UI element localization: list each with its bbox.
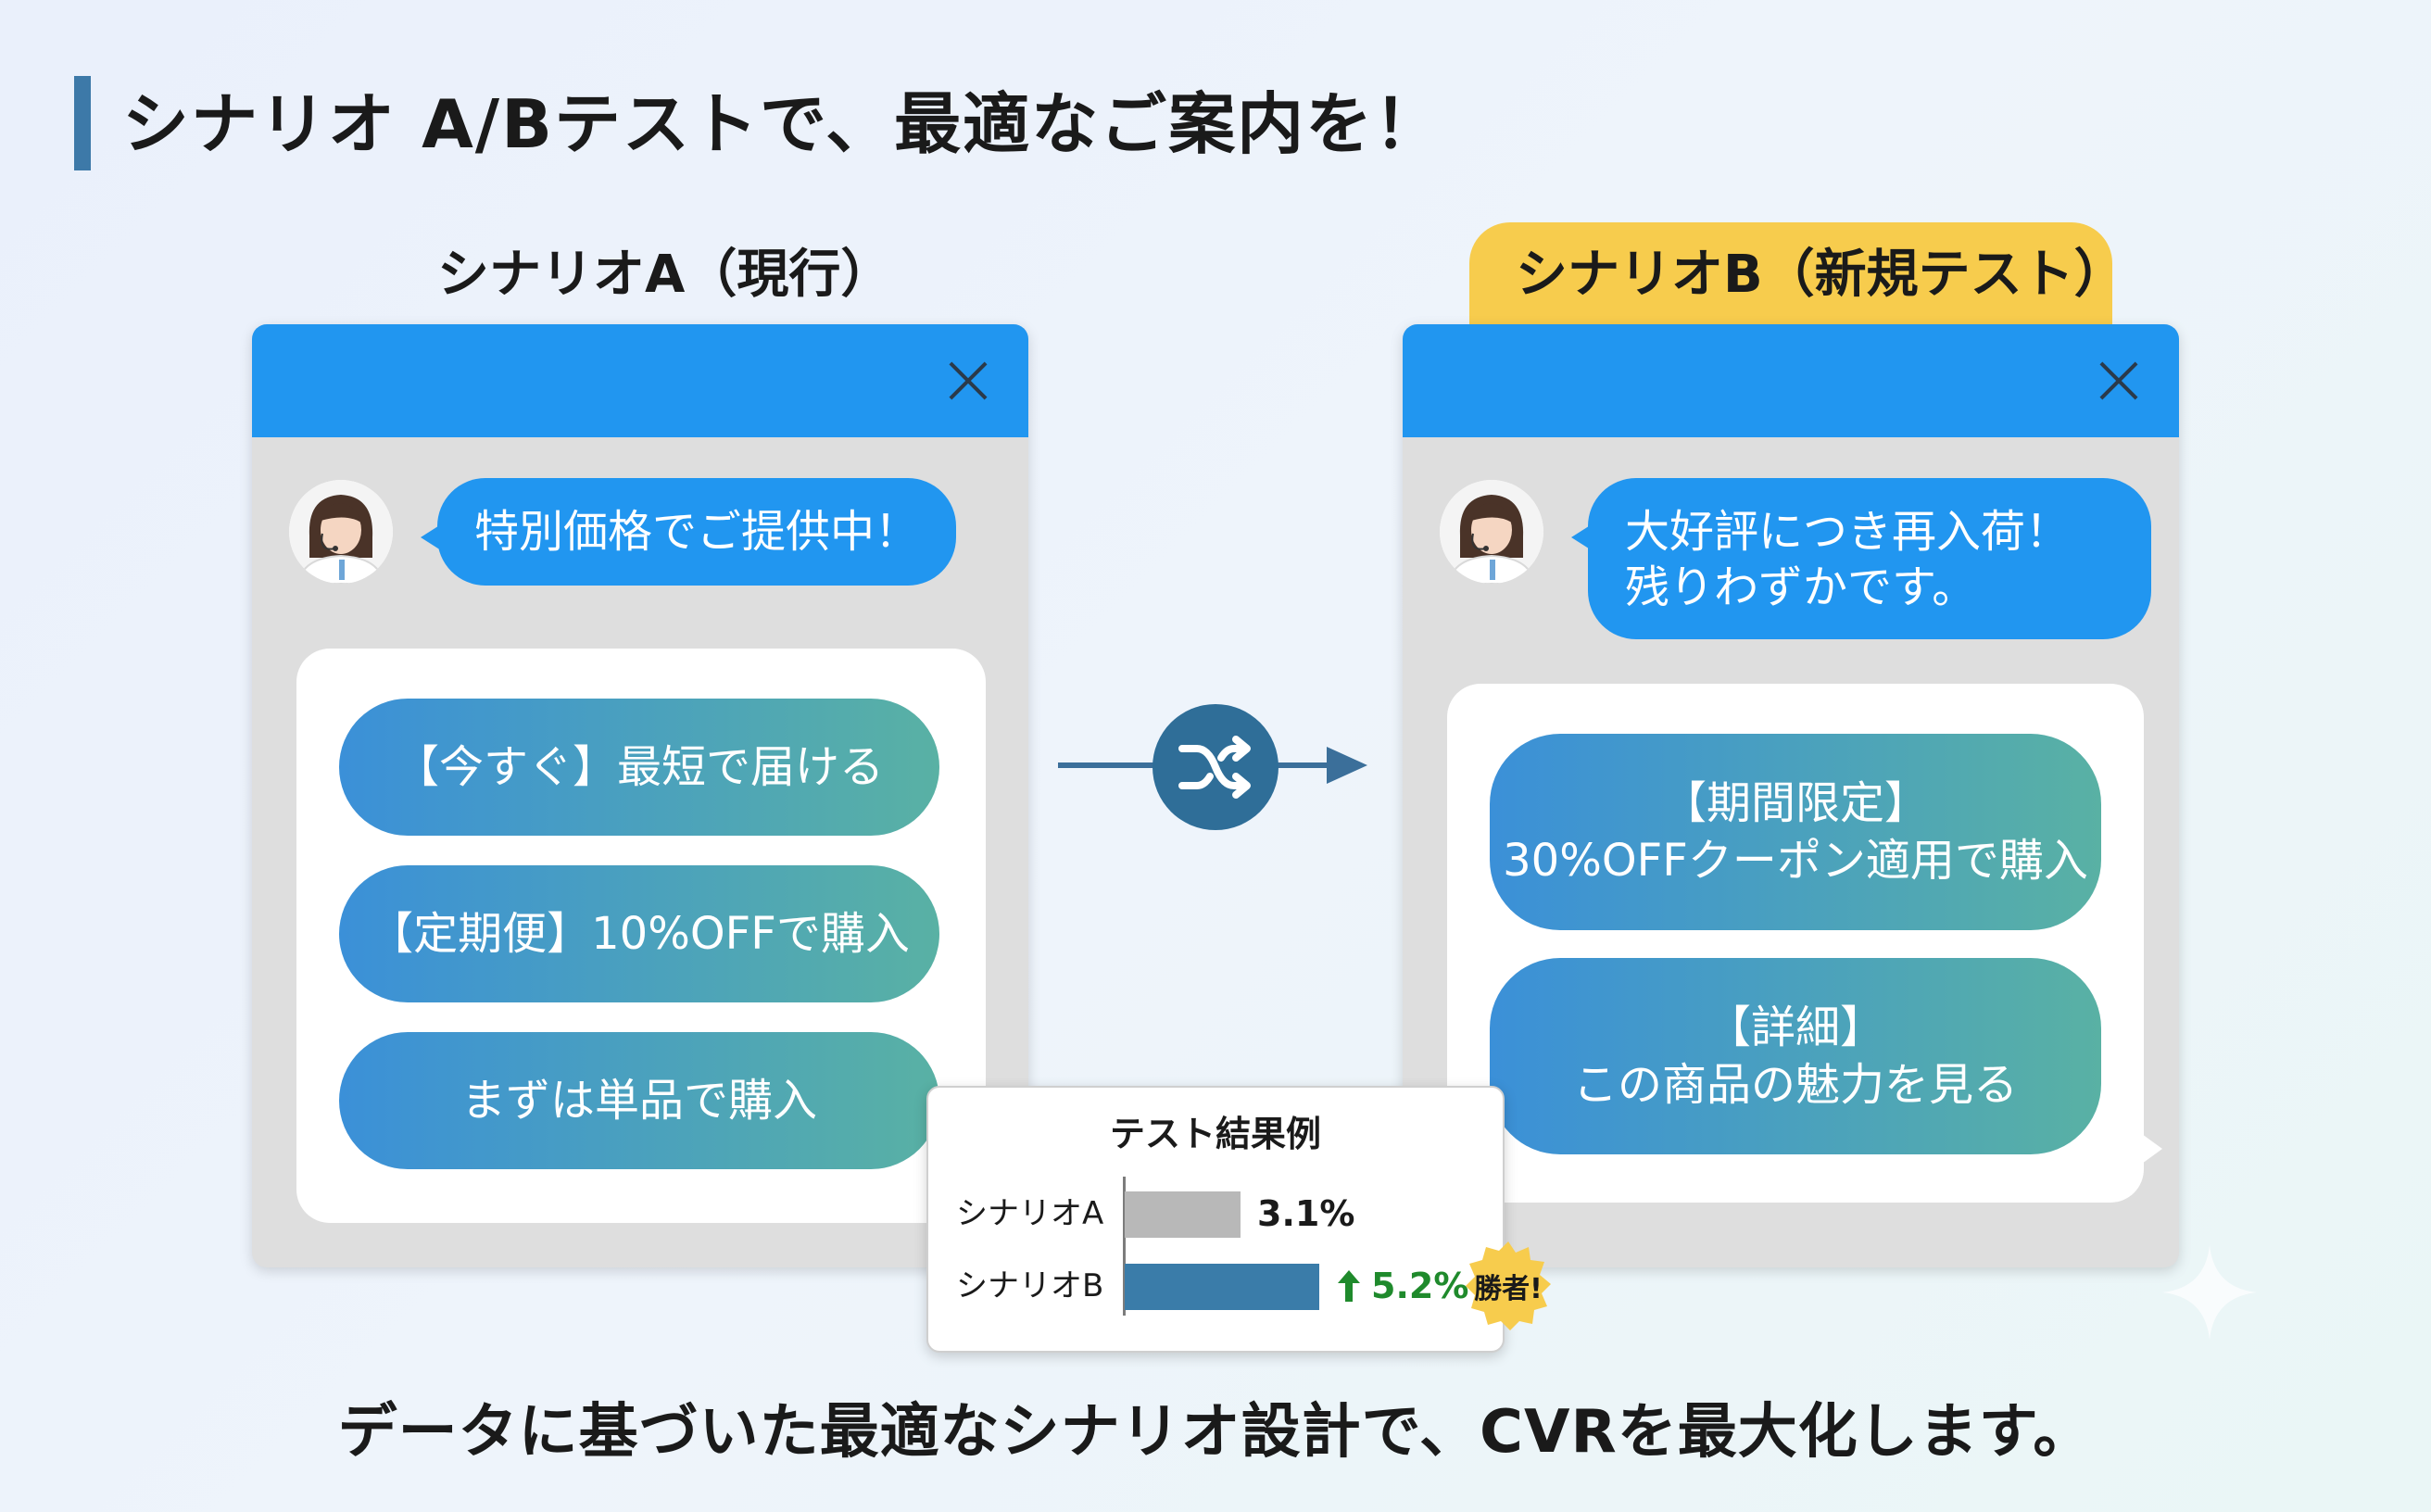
close-icon[interactable] <box>945 358 991 404</box>
choice-button-subscription[interactable]: 【定期便】10%OFFで購入 <box>339 865 939 1002</box>
scenario-b-tab <box>1469 222 2112 334</box>
choice-label: まずは単品で購入 <box>460 1075 817 1127</box>
bubble-text: 特別価格でご提供中！ <box>474 506 920 558</box>
choice-label-line-1: 【期間限定】 <box>1661 777 1929 829</box>
up-arrow-icon <box>1336 1268 1362 1304</box>
result-bar-a <box>1125 1191 1241 1238</box>
sparkle-icon <box>2159 1241 2261 1343</box>
choice-button-coupon[interactable]: 【期間限定】 30%OFFクーポン適用で購入 <box>1490 734 2101 930</box>
chat-window-header <box>252 324 1028 437</box>
results-axis <box>1123 1177 1126 1316</box>
footer-message: データに基づいた最適なシナリオ設計で、CVRを最大化します。 <box>337 1398 2094 1467</box>
choice-button-single[interactable]: まずは単品で購入 <box>339 1032 939 1169</box>
result-row-b: シナリオB 5.2% <box>928 1260 1503 1312</box>
bubble-text-line-1: 大好評につき再入荷！ <box>1625 506 2071 558</box>
test-results-card: テスト結果例 シナリオA 3.1% シナリオB 5.2% <box>926 1086 1505 1353</box>
result-value-a: 3.1% <box>1257 1193 1355 1234</box>
choice-label-line-1: 【詳細】 <box>1706 1002 1884 1053</box>
shuffle-icon <box>1153 704 1278 830</box>
scenario-b-chat-window: 大好評につき再入荷！ 残りわずかです。 【期間限定】 30%OFFクーポン適用で… <box>1403 324 2179 1267</box>
test-results-title: テスト結果例 <box>1109 1114 1321 1154</box>
operator-avatar <box>289 480 393 584</box>
bubble-text-line-2: 残りわずかです。 <box>1625 561 1977 613</box>
page-title: シナリオ A/Bテストで、最適なご案内を！ <box>122 85 1443 163</box>
operator-avatar <box>1440 480 1543 584</box>
choice-panel: 【期間限定】 30%OFFクーポン適用で購入 【詳細】 この商品の魅力を見る <box>1447 684 2162 1203</box>
close-icon[interactable] <box>2096 358 2142 404</box>
result-value-b: 5.2% <box>1336 1266 1468 1306</box>
scenario-a-chat-window: 特別価格でご提供中！ 【今すぐ】最短で届ける 【定期便】10%OFFで購入 まず… <box>252 324 1028 1267</box>
choice-label-line-2: この商品の魅力を見る <box>1572 1059 2018 1111</box>
choice-label: 【定期便】10%OFFで購入 <box>369 908 910 960</box>
result-row-a: シナリオA 3.1% <box>928 1188 1503 1240</box>
result-bar-b <box>1125 1264 1319 1310</box>
flow-arrow-head <box>1327 747 1367 784</box>
result-label-b: シナリオB <box>956 1267 1104 1304</box>
title-accent-bar <box>74 76 91 170</box>
choice-button-details[interactable]: 【詳細】 この商品の魅力を見る <box>1490 958 2101 1154</box>
operator-message-bubble: 大好評につき再入荷！ 残りわずかです。 <box>1571 478 2151 639</box>
scenario-a-label: シナリオA（現行） <box>437 245 893 305</box>
badge-starburst <box>1466 1241 1551 1330</box>
ab-flow-arrow <box>1058 704 1373 830</box>
choice-label-line-2: 30%OFFクーポン適用で購入 <box>1503 835 2088 887</box>
result-label-a: シナリオA <box>956 1195 1104 1232</box>
scenario-b-label: シナリオB（新規テスト） <box>1516 245 2126 305</box>
result-value-b-text: 5.2% <box>1371 1266 1469 1306</box>
winner-badge: 勝者! <box>1462 1240 1555 1332</box>
choice-button-express[interactable]: 【今すぐ】最短で届ける <box>339 699 939 836</box>
winner-badge-text: 勝者! <box>1474 1273 1543 1305</box>
choice-panel: 【今すぐ】最短で届ける 【定期便】10%OFFで購入 まずは単品で購入 <box>296 649 986 1223</box>
choice-label: 【今すぐ】最短で届ける <box>394 741 884 793</box>
chat-window-header <box>1403 324 2179 437</box>
operator-message-bubble: 特別価格でご提供中！ <box>421 478 956 586</box>
